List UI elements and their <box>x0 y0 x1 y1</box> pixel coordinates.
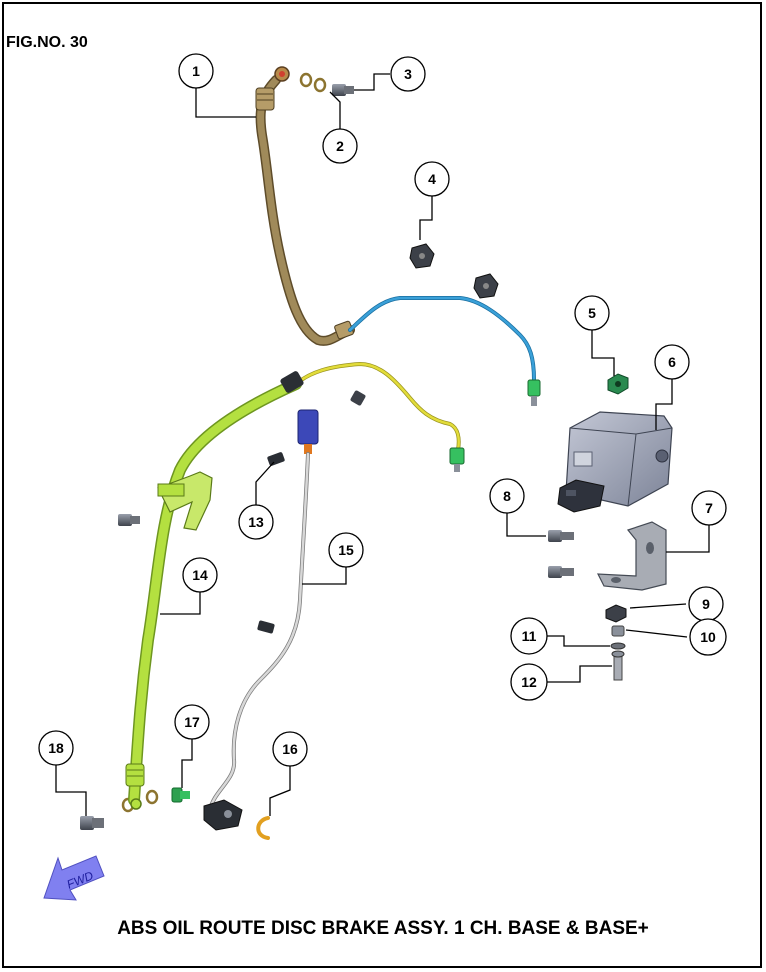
svg-text:1: 1 <box>192 63 200 79</box>
callout-9: 9 <box>688 586 724 622</box>
hex-nut-5 <box>607 373 629 395</box>
svg-text:13: 13 <box>248 514 264 530</box>
fwd-arrow-icon: FWD <box>43 855 105 901</box>
svg-text:8: 8 <box>503 488 511 504</box>
sealing-washers <box>121 72 327 813</box>
svg-text:17: 17 <box>184 714 200 730</box>
brake-pipe-blue <box>348 296 541 406</box>
callout-4: 4 <box>414 161 450 197</box>
abs-modulator <box>557 411 673 513</box>
svg-text:11: 11 <box>522 628 537 644</box>
svg-text:6: 6 <box>668 354 676 370</box>
callout-3: 3 <box>390 56 426 92</box>
banjo-bolt-top <box>332 84 354 96</box>
svg-text:12: 12 <box>521 674 537 690</box>
pipe-clamp-4 <box>409 243 499 299</box>
bolt-left-top <box>118 514 140 526</box>
mount-hardware-stack <box>605 604 627 681</box>
figure-label: FIG.NO. 30 <box>6 34 88 51</box>
wheel-speed-sensor <box>203 409 319 831</box>
callout-15: 15 <box>328 532 364 568</box>
svg-text:2: 2 <box>336 138 344 154</box>
svg-text:4: 4 <box>428 171 436 187</box>
svg-text:15: 15 <box>338 542 354 558</box>
sensor-grommet <box>257 452 285 634</box>
svg-text:7: 7 <box>705 500 713 516</box>
callout-2: 2 <box>322 128 358 164</box>
callout-10: 10 <box>689 618 727 656</box>
svg-text:10: 10 <box>700 629 716 645</box>
svg-text:16: 16 <box>282 741 298 757</box>
callout-7: 7 <box>691 490 727 526</box>
diagram-caption: ABS OIL ROUTE DISC BRAKE ASSY. 1 CH. BAS… <box>117 918 649 939</box>
mounting-bracket <box>597 521 667 591</box>
svg-text:14: 14 <box>192 567 208 583</box>
callout-5: 5 <box>574 295 610 331</box>
callout-1: 1 <box>178 53 214 89</box>
callout-14: 14 <box>182 557 218 593</box>
sensor-clip <box>256 816 270 840</box>
svg-text:18: 18 <box>48 740 64 756</box>
callout-17: 17 <box>174 704 210 740</box>
svg-text:3: 3 <box>404 66 412 82</box>
callout-8: 8 <box>489 478 525 514</box>
callout-13: 13 <box>238 504 274 540</box>
callout-16: 16 <box>272 731 308 767</box>
callout-18: 18 <box>38 730 74 766</box>
bracket-bolts <box>548 530 574 578</box>
brake-pipe-yellow <box>294 361 465 472</box>
sensor-bolt <box>171 787 190 803</box>
callout-6: 6 <box>654 344 690 380</box>
svg-text:9: 9 <box>702 596 710 612</box>
svg-text:5: 5 <box>588 305 596 321</box>
brake-hose-green <box>125 371 304 810</box>
callout-12: 12 <box>510 663 548 701</box>
banjo-bolt-bottom <box>80 816 104 830</box>
callout-11: 11 <box>510 617 548 655</box>
brake-hose-main <box>255 66 355 346</box>
